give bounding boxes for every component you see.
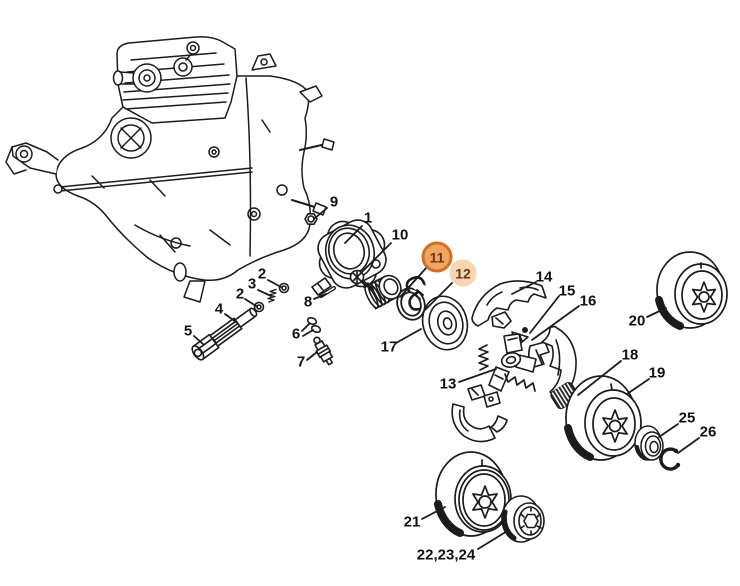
oil-pump-body — [311, 219, 387, 296]
clutch-springs — [478, 344, 536, 392]
clutch-shoe-bottom — [451, 403, 496, 443]
leader-line-25 — [658, 423, 679, 438]
leader-line-6 — [302, 329, 314, 337]
leader-line-19 — [626, 378, 650, 395]
part-label-7[interactable]: 7 — [296, 353, 306, 371]
part-label-8[interactable]: 8 — [303, 293, 313, 311]
oil-valve — [313, 336, 334, 366]
leader-line-7 — [306, 351, 318, 361]
leader-line-22-23-24 — [477, 529, 510, 550]
leader-line-9 — [313, 207, 328, 220]
part-label-21[interactable]: 21 — [403, 513, 421, 531]
oil-pump-group — [191, 213, 402, 366]
leader-line-2 — [267, 279, 282, 288]
pump-plug — [191, 333, 220, 361]
part-label-13[interactable]: 13 — [439, 375, 457, 393]
thrust-washer-part — [421, 295, 469, 351]
part-label-5[interactable]: 5 — [183, 322, 193, 340]
part-label-2[interactable]: 2 — [235, 285, 245, 303]
washer-25 — [634, 425, 664, 461]
part-label-1[interactable]: 1 — [363, 209, 373, 227]
clutch-assembly — [451, 280, 577, 443]
rim-sprocket — [501, 495, 545, 543]
part-label-19[interactable]: 19 — [648, 364, 666, 382]
part-label-16[interactable]: 16 — [579, 292, 597, 310]
leader-line-26 — [677, 437, 700, 454]
part-label-14[interactable]: 14 — [535, 268, 553, 286]
part-label-25[interactable]: 25 — [678, 409, 696, 427]
part-label-6[interactable]: 6 — [291, 325, 301, 343]
leader-line-18 — [577, 360, 622, 396]
o-ring-pair — [306, 316, 322, 334]
part-label-22-23-24[interactable]: 22,23,24 — [416, 546, 476, 564]
part-label-10[interactable]: 10 — [391, 226, 409, 244]
part-label-9[interactable]: 9 — [329, 193, 339, 211]
clutch-shoe-top — [471, 280, 547, 327]
clutch-hub — [488, 333, 537, 392]
leader-line-6 — [301, 323, 310, 332]
leader-line-17 — [395, 328, 422, 344]
leader-line-10 — [359, 242, 392, 275]
part-label-3[interactable]: 3 — [247, 275, 257, 293]
part-label-2[interactable]: 2 — [257, 265, 267, 283]
leader-line-4 — [224, 313, 237, 323]
part-label-20[interactable]: 20 — [628, 312, 646, 330]
clutch-drum-20 — [655, 251, 728, 330]
leader-line-8 — [313, 293, 327, 300]
part-label-15[interactable]: 15 — [558, 282, 576, 300]
part-label-26[interactable]: 26 — [699, 423, 717, 441]
part-label-4[interactable]: 4 — [214, 300, 224, 318]
engine-assembly — [5, 36, 335, 303]
snap-ring-part — [396, 280, 431, 321]
leader-line-20 — [646, 307, 667, 318]
leader-line-11 — [399, 266, 428, 298]
leader-line-16 — [531, 305, 580, 341]
leader-line-5 — [193, 335, 204, 345]
leader-line-15 — [529, 295, 560, 334]
leader-lines — [193, 207, 700, 550]
part-label-11[interactable]: 11 — [421, 241, 453, 273]
part-label-18[interactable]: 18 — [621, 346, 639, 364]
leader-line-13 — [458, 368, 497, 383]
part-label-12[interactable]: 12 — [449, 259, 477, 287]
worm-gear — [363, 274, 402, 310]
leader-line-2 — [244, 298, 257, 307]
leader-line-1 — [344, 225, 363, 244]
leader-line-3 — [257, 289, 272, 297]
leader-line-21 — [421, 506, 446, 520]
clutch-drum-19 — [564, 375, 642, 461]
part-label-17[interactable]: 17 — [380, 338, 398, 356]
leader-line-12 — [424, 282, 453, 311]
clutch-drum-21 — [434, 451, 512, 537]
leader-line-14 — [511, 281, 537, 295]
washer-spring-set — [253, 282, 290, 313]
e-clip-26 — [659, 447, 681, 471]
